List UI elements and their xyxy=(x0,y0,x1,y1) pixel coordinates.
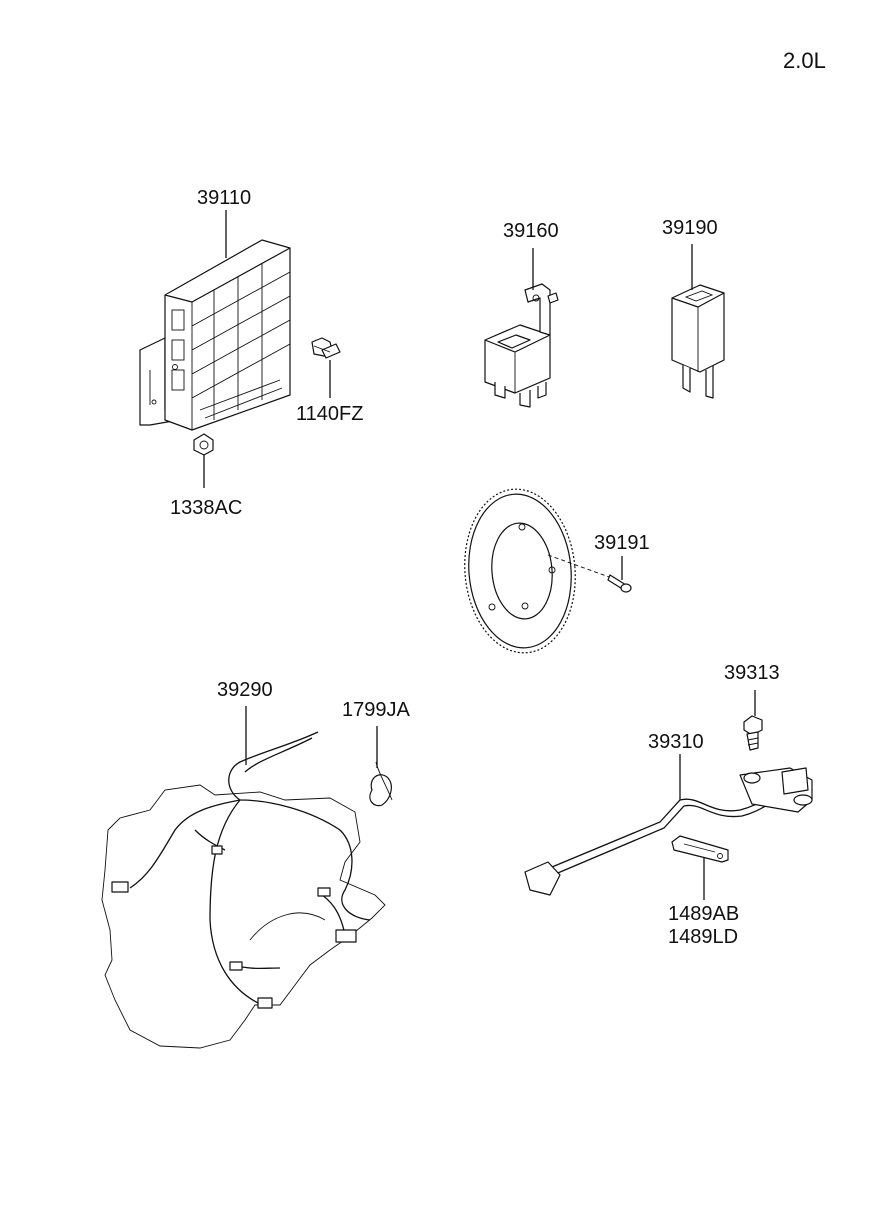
label-target-wheel-39191: 39191 xyxy=(594,532,650,554)
bolt-1140fz-illustration[interactable] xyxy=(311,337,341,359)
screw-39191-illustration[interactable] xyxy=(607,574,632,593)
label-bolt-39313: 39313 xyxy=(724,662,780,684)
bolt-39313-illustration[interactable] xyxy=(743,715,763,751)
label-bracket-1489ab: 1489AB xyxy=(668,903,739,925)
clamp-1799ja-illustration[interactable] xyxy=(369,761,393,807)
wire-harness-39290-illustration[interactable] xyxy=(101,731,386,1049)
label-ecu: 39110 xyxy=(197,187,251,209)
label-nut-1338ac: 1338AC xyxy=(170,497,242,519)
label-clamp-1799ja: 1799JA xyxy=(342,699,410,721)
relay-39160-illustration[interactable] xyxy=(484,283,559,408)
bracket-1489-illustration[interactable] xyxy=(671,835,729,863)
sensor-39310-illustration[interactable] xyxy=(524,767,813,896)
label-bracket-1489ld: 1489LD xyxy=(668,926,738,948)
label-relay-39160: 39160 xyxy=(503,220,559,242)
ecu-module-illustration[interactable] xyxy=(139,239,291,431)
label-bolt-1140fz: 1140FZ xyxy=(296,403,363,425)
engine-variant-label: 2.0L xyxy=(783,48,826,73)
label-harness-39290: 39290 xyxy=(217,679,273,701)
nut-1338ac-illustration[interactable] xyxy=(193,433,214,456)
target-wheel-39191-illustration[interactable] xyxy=(458,485,582,658)
relay-39190-illustration[interactable] xyxy=(671,284,725,399)
label-sensor-39310: 39310 xyxy=(648,731,704,753)
label-relay-39190: 39190 xyxy=(662,217,718,239)
